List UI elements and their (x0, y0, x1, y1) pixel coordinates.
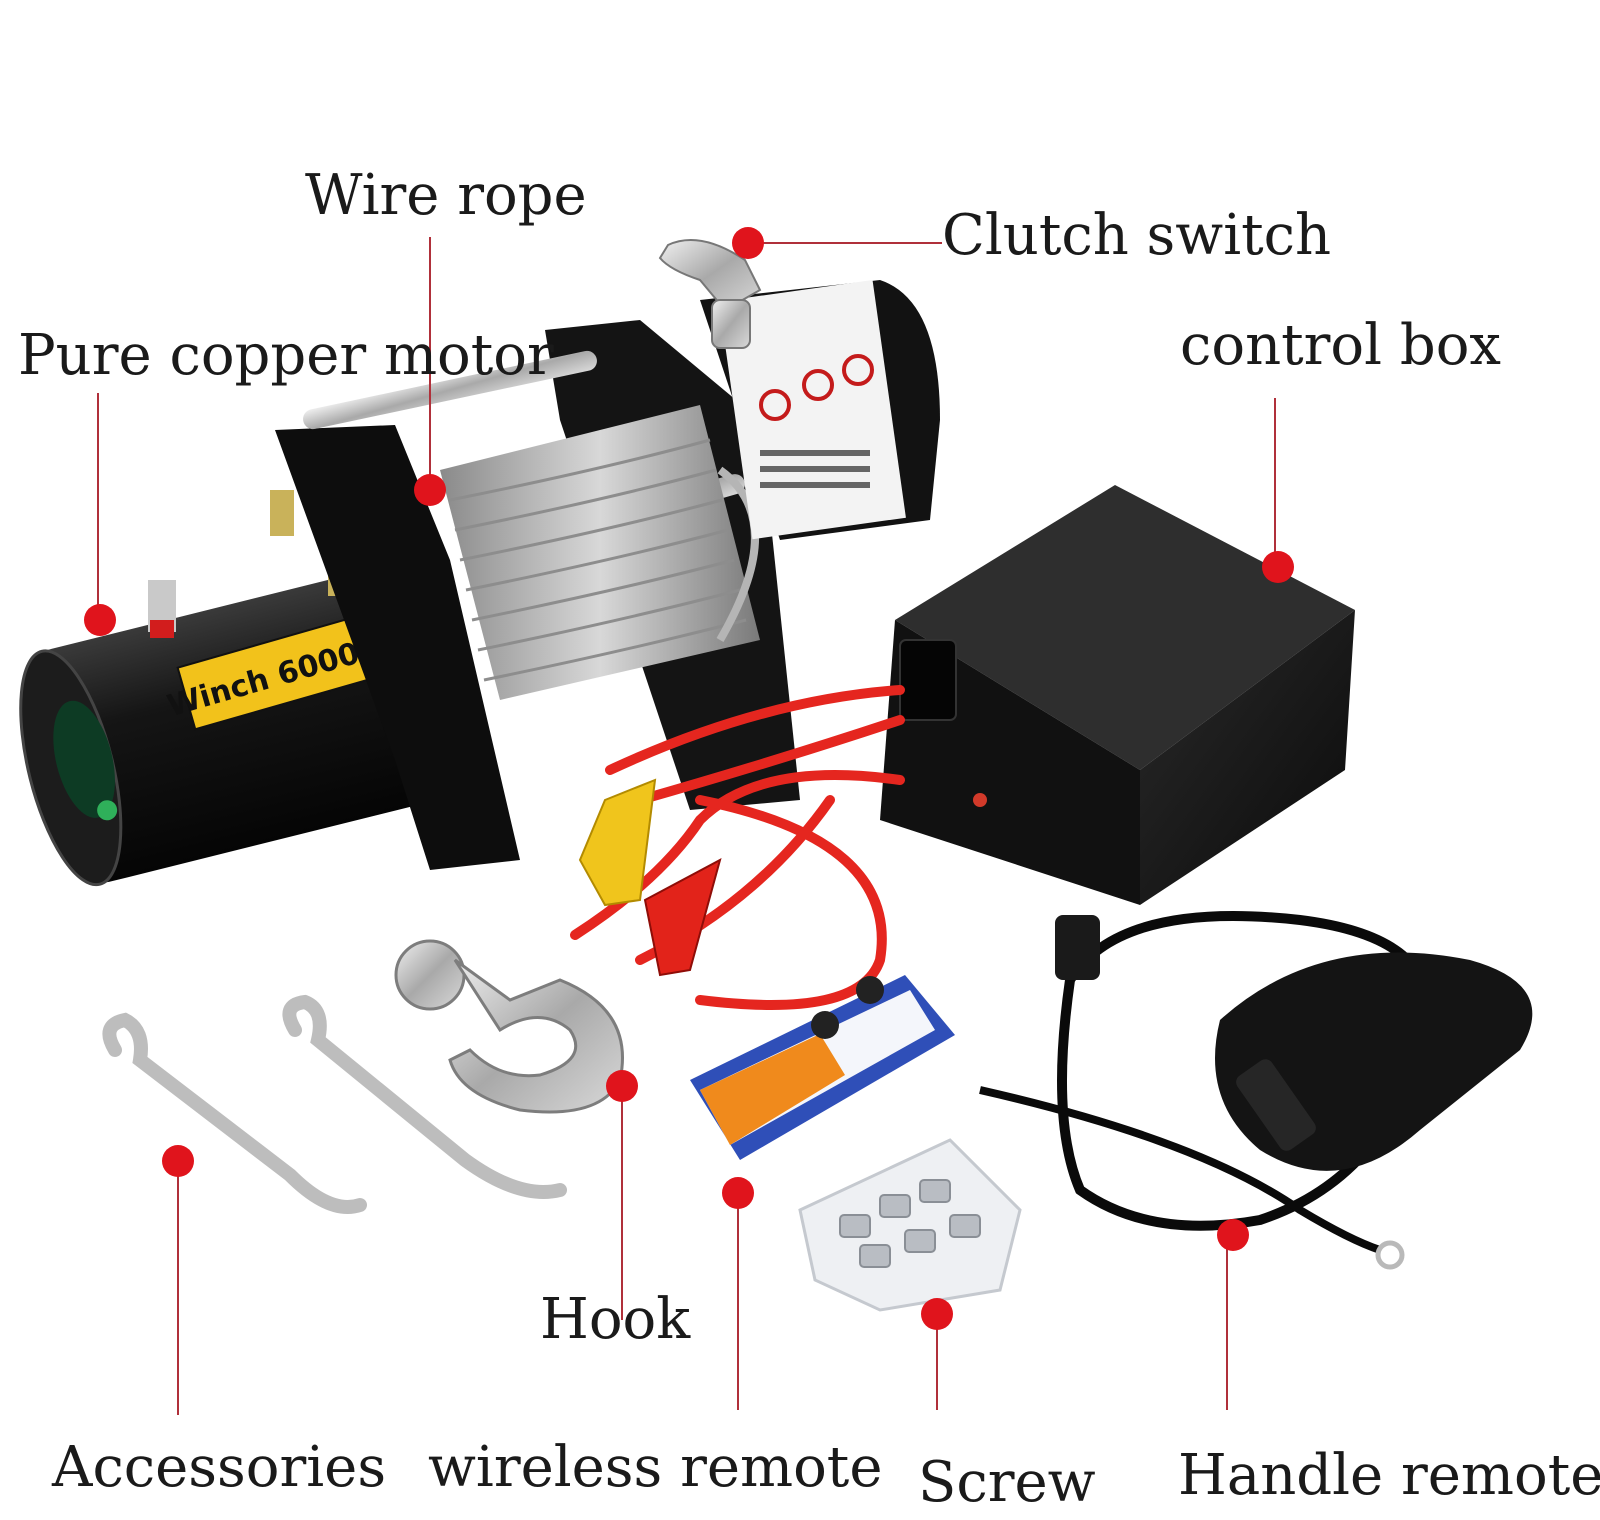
wireless-remote-dot (722, 1177, 754, 1209)
clutch-handle (658, 239, 762, 349)
screw-dot (921, 1298, 953, 1330)
wireless-remote-label: wireless remote (428, 1435, 883, 1500)
gearbox (700, 280, 940, 540)
handle-remote-label: Handle remote (1178, 1443, 1600, 1508)
accessories-brackets (102, 994, 567, 1214)
clutch-switch-label: Clutch switch (942, 203, 1332, 268)
wire-rope-dot (414, 474, 446, 506)
screw-label: Screw (918, 1450, 1096, 1515)
accessories-dot (162, 1145, 194, 1177)
clamps (578, 778, 722, 977)
callout-dots (84, 227, 1294, 1330)
clutch-switch-dot (732, 227, 764, 259)
red-cables (570, 685, 905, 1010)
control-box (880, 485, 1355, 905)
pure-copper-motor-label: Pure copper motor (18, 323, 554, 388)
accessories-label: Accessories (52, 1435, 387, 1500)
wireless-remote (690, 975, 955, 1160)
hook (394, 939, 624, 1114)
pure-copper-motor-dot (84, 604, 116, 636)
control-box-dot (1262, 551, 1294, 583)
handle-remote-dot (1217, 1219, 1249, 1251)
hook-dot (606, 1070, 638, 1102)
hook-label: Hook (540, 1287, 691, 1352)
screw-bag (798, 1138, 1022, 1312)
control-box-label: control box (1180, 313, 1501, 378)
wire-rope-label: Wire rope (305, 163, 587, 228)
wire-rope-drum (440, 405, 760, 700)
winch: Winch 6000lb (19, 239, 940, 887)
handle-remote (979, 911, 1533, 1270)
